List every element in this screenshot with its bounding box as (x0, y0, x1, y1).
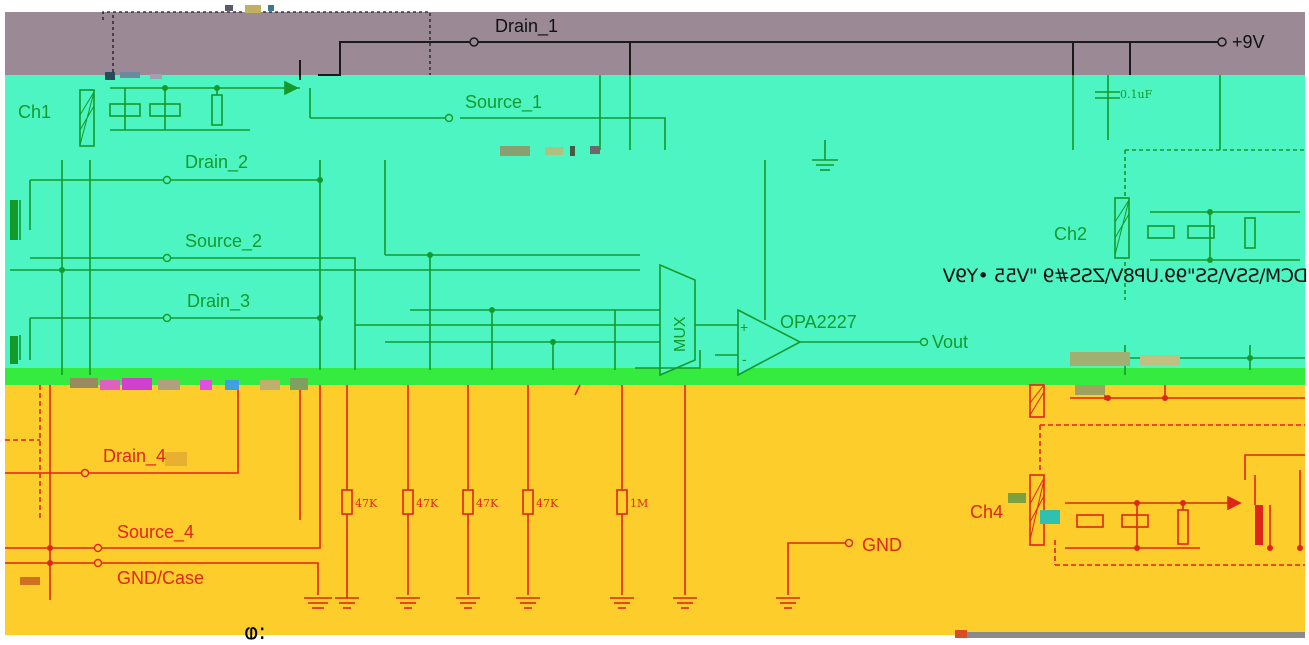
ch1-label: Ch1 (18, 102, 51, 122)
mux-label: MUX (672, 316, 689, 352)
resistor-label-4: 47K (536, 497, 559, 510)
ch4-label: Ch4 (970, 502, 1003, 522)
drain-4-label: Drain_4 (103, 446, 166, 467)
source-1-label: Source_1 (465, 92, 542, 113)
footer-symbol: ⱷ: (244, 620, 266, 645)
yellow-band (5, 385, 1305, 635)
cap-value-label: 0.1uF (1120, 88, 1153, 101)
resistor-label-2: 47K (416, 497, 439, 510)
source-2-label: Source_2 (185, 231, 262, 252)
drain-2-label: Drain_2 (185, 152, 248, 173)
green-band (5, 75, 1305, 375)
resistor-label-5: 1M (630, 497, 648, 510)
minus-sign-label: - (742, 351, 747, 367)
source-4-label: Source_4 (117, 522, 194, 543)
mirrored-artifact-text: DCM\SSV\SS"99.UP8V\ZSS#9 "V55 •Y9V (943, 265, 1308, 287)
gnd-case-label: GND/Case (117, 568, 204, 588)
green-strip (5, 368, 1305, 385)
plus-9v-label: +9V (1232, 32, 1265, 52)
plus-sign-label: + (740, 319, 748, 335)
gnd-label: GND (862, 535, 902, 555)
ch2-label: Ch2 (1054, 224, 1087, 244)
drain-3-label: Drain_3 (187, 291, 250, 312)
resistor-label-1: 47K (355, 497, 378, 510)
purple-band (5, 12, 1305, 82)
glitch-artifacts (20, 5, 1180, 585)
opamp-label: OPA2227 (780, 312, 857, 332)
drain-1-label: Drain_1 (495, 16, 558, 37)
vout-label: Vout (932, 332, 968, 352)
resistor-label-3: 47K (476, 497, 499, 510)
